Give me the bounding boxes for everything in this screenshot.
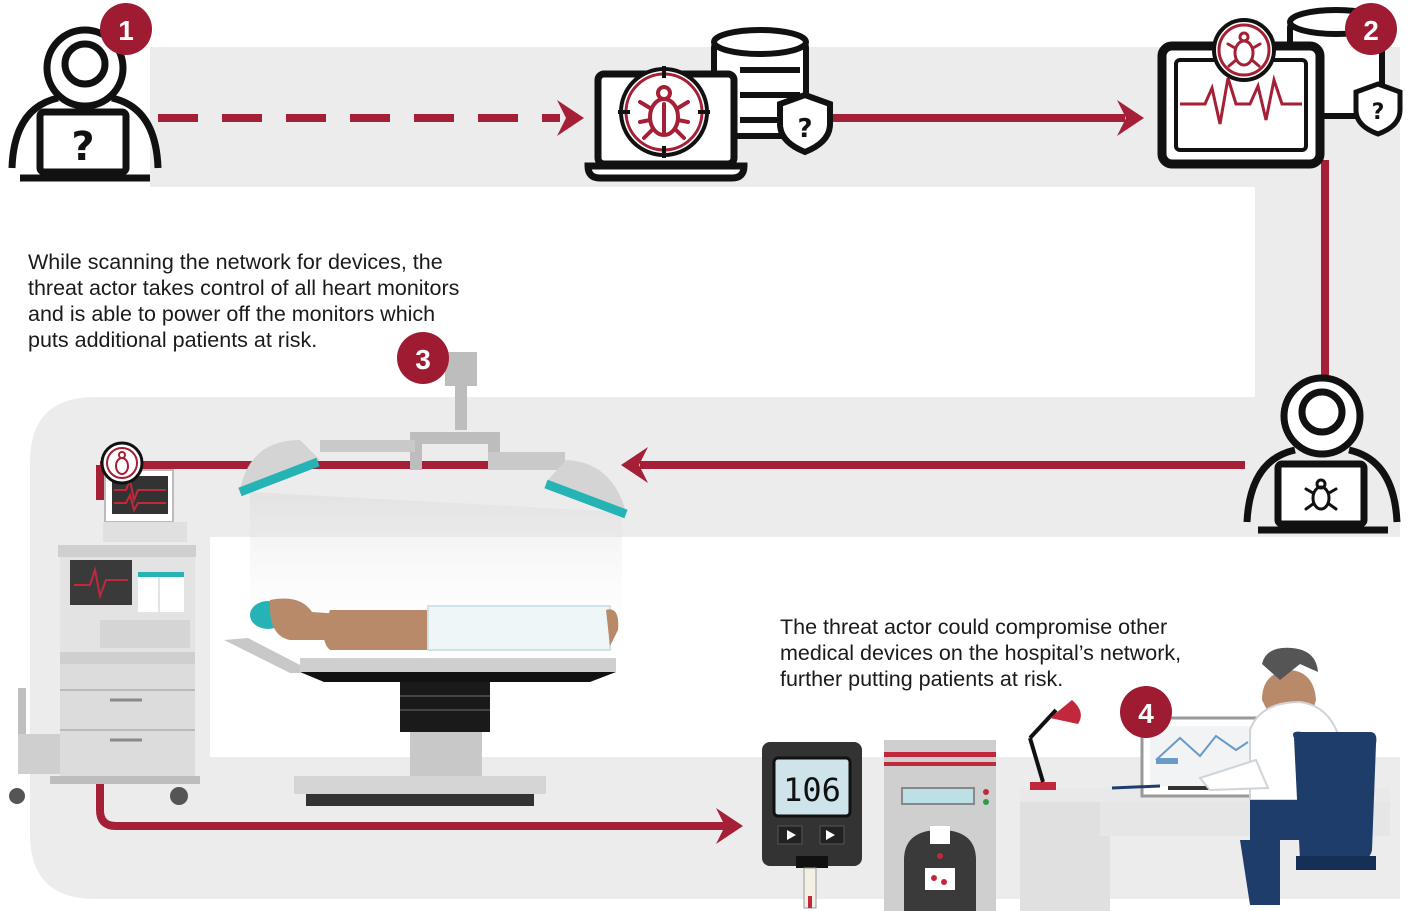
surgical-lamp-icon: [238, 352, 628, 620]
arrowhead-left: [621, 447, 648, 483]
step-3-caption-line: While scanning the network for devices, …: [28, 250, 443, 274]
step-badge-1: 1: [100, 3, 152, 55]
bug-target-icon: [618, 66, 710, 158]
svg-text:3: 3: [415, 344, 431, 375]
step-3-caption-line: puts additional patients at risk.: [28, 328, 318, 352]
patient-monitor-cart-icon: [9, 441, 200, 805]
step-4-caption-line: medical devices on the hospital’s networ…: [780, 641, 1182, 665]
step-badge-2: 2: [1345, 3, 1397, 55]
shield-question-icon-2: [1353, 81, 1403, 137]
step-3-caption: While scanning the network for devices, …: [28, 249, 459, 353]
flow-connectors: [96, 114, 1329, 830]
heartbeat-line: [1180, 74, 1302, 125]
step-badge-3: 3: [397, 332, 449, 384]
drug-dispenser-icon: [884, 740, 996, 911]
step-4-caption-line: The threat actor could compromise other: [780, 615, 1168, 639]
bug-target-icon-2: [1212, 18, 1276, 82]
svg-text:?: ?: [1372, 100, 1385, 125]
step-3-caption-line: and is able to power off the monitors wh…: [28, 302, 436, 326]
step-3-caption-line: threat actor takes control of all heart …: [28, 276, 460, 300]
arrowhead-right-2: [1117, 100, 1144, 136]
hooded-hacker-bug-icon: [1243, 374, 1401, 534]
infected-laptop-database-icon: ?: [584, 27, 833, 182]
operating-table-icon: [224, 638, 616, 806]
svg-text:?: ?: [71, 124, 94, 170]
svg-text:2: 2: [1363, 15, 1379, 46]
arrowhead-right-1: [557, 100, 584, 136]
arrowhead-right-3: [716, 808, 743, 844]
step-4-caption-line: further putting patients at risk.: [780, 667, 1064, 691]
patient-icon: [250, 598, 619, 651]
light-beam: [250, 492, 622, 620]
doctor-workstation-icon: [1020, 647, 1390, 911]
connector-cart-bottom: [96, 780, 725, 830]
glucose-meter-icon: 106: [762, 742, 862, 909]
svg-text:1: 1: [118, 15, 134, 46]
glucose-reading: 106: [783, 771, 841, 809]
bug-target-icon-3: [100, 441, 144, 485]
arrowheads: [557, 100, 1144, 844]
svg-text:?: ?: [797, 114, 812, 144]
desk-lamp-icon: [1028, 700, 1081, 790]
shield-question-icon: [777, 91, 833, 156]
svg-text:4: 4: [1138, 698, 1154, 729]
hooded-hacker-question-icon: ?: [8, 26, 162, 182]
step-badge-4: 4: [1120, 686, 1172, 738]
step-4-caption: The threat actor could compromise other …: [780, 614, 1181, 692]
